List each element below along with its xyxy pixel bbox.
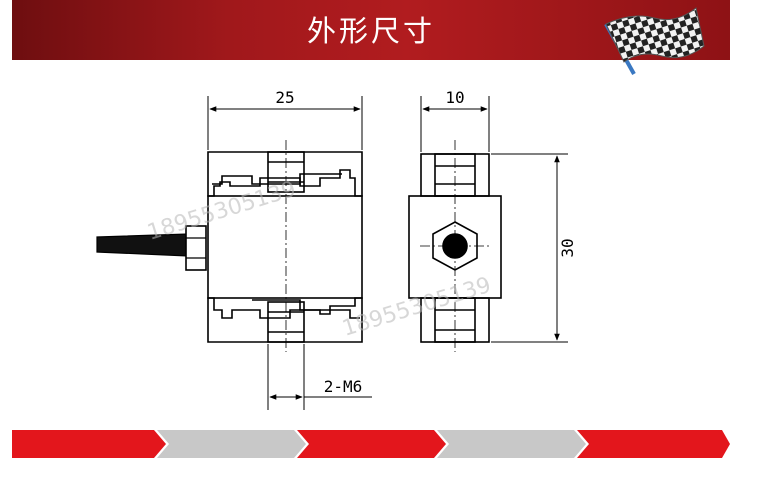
dim-width-label: 25 — [275, 88, 294, 107]
watermark-top: 18955305139 — [144, 177, 299, 246]
dimension-lines — [207, 96, 568, 410]
center-lines — [285, 140, 490, 352]
footer-arrow-bar — [12, 430, 730, 458]
dim-height-label: 30 — [558, 238, 577, 257]
cable — [96, 225, 207, 271]
dim-thread-label: 2-M6 — [324, 377, 363, 396]
dim-thickness-label: 10 — [445, 88, 464, 107]
page-title: 外形尺寸 — [306, 14, 435, 48]
checkered-flag-icon — [604, 7, 705, 75]
